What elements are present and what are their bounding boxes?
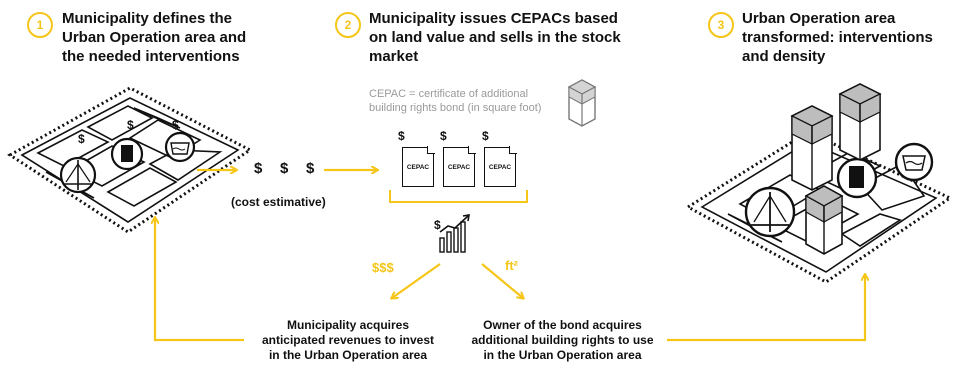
tower-right — [838, 83, 882, 161]
area-flow-label: ft² — [505, 258, 518, 273]
cepac-certificate-label: CEPAC — [447, 163, 471, 171]
stock-market-icon — [439, 214, 470, 253]
step-3-text: Urban Operation area transformed: interv… — [742, 10, 933, 65]
cepac-definition-note: CEPAC = certificate of additional buildi… — [369, 88, 542, 114]
cost-estimative-label: (cost estimative) — [231, 195, 326, 209]
municipality-outcome-text: Municipality acquires anticipated revenu… — [261, 318, 435, 362]
flow-arrows — [155, 170, 865, 342]
cost-dollar-3: $ — [306, 160, 315, 177]
parcel-dollar-2: $ — [127, 118, 134, 132]
cepac-dollar-2: $ — [440, 129, 447, 143]
cepac-certificate-1: CEPAC — [402, 146, 435, 187]
urban-area-map-before — [7, 86, 253, 234]
cepac-certificate-label: CEPAC — [488, 163, 512, 171]
arrow-market-to-owner — [481, 263, 523, 298]
tower-front — [804, 185, 844, 255]
arrow-market-to-municipality — [392, 263, 441, 298]
step-3-number: 3 — [708, 12, 734, 38]
cepac-dollar-3: $ — [482, 129, 489, 143]
step-1-text: Municipality defines the Urban Operation… — [62, 10, 247, 65]
market-dollar: $ — [434, 218, 441, 232]
arrow-owner-to-transformed — [667, 275, 865, 342]
cost-dollar-2: $ — [280, 160, 289, 177]
cepac-certificate-2: CEPAC — [443, 146, 476, 187]
cepac-cube-icon — [567, 79, 597, 127]
cepac-dollar-1: $ — [398, 129, 405, 143]
parcel-dollar-3: $ — [172, 118, 179, 132]
step-1-number: 1 — [27, 12, 53, 38]
arrow-return-to-map — [155, 218, 244, 342]
parcel-dollar-1: $ — [78, 132, 85, 146]
step-2-text: Municipality issues CEPACs based on land… — [369, 10, 621, 65]
money-flow-label: $$$ — [372, 260, 394, 275]
tower-left — [790, 105, 834, 191]
cepac-certificate-label: CEPAC — [406, 163, 430, 171]
cost-dollar-1: $ — [254, 160, 263, 177]
cepac-certificate-3: CEPAC — [484, 146, 517, 187]
cepac-bracket — [389, 190, 528, 203]
urban-area-map-after — [685, 83, 954, 284]
owner-outcome-text: Owner of the bond acquires additional bu… — [471, 318, 654, 362]
step-2-number: 2 — [335, 12, 361, 38]
